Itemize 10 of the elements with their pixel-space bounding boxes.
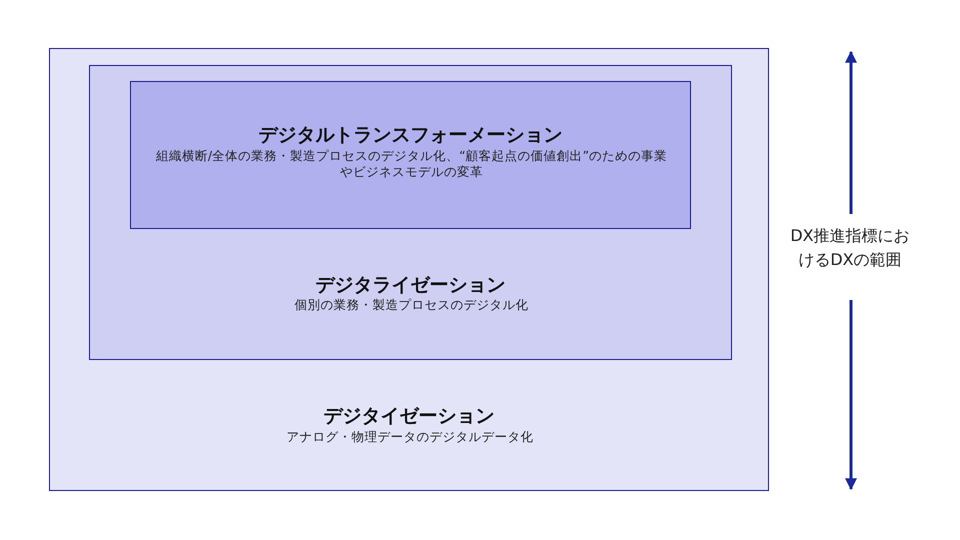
transformation-box [130, 81, 691, 229]
description: アナログ・物理データのデジタルデータ化 [286, 429, 534, 445]
digitization-box [49, 48, 769, 491]
heading: デジタライゼーション [314, 273, 506, 298]
digitalization-box [89, 65, 732, 360]
range-label: DX推進指標におけるDXの範囲 [790, 225, 910, 271]
heading: デジタルトランスフォーメーション [258, 123, 564, 148]
description: 組織横断/全体の業務・製造プロセスのデジタル化、“顧客起点の価値創出”のための事業やビジネスモデルの変革 [154, 148, 668, 180]
description: 個別の業務・製造プロセスのデジタル化 [294, 297, 530, 313]
heading: デジタイゼーション [322, 404, 496, 429]
